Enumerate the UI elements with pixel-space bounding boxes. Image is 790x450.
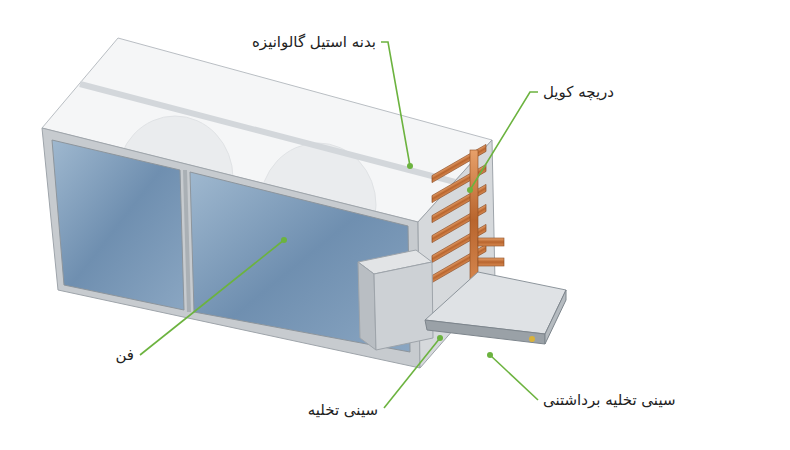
- copper-coil: [432, 144, 504, 290]
- drain-tray-lip: [425, 320, 545, 344]
- leader-line: [470, 92, 538, 190]
- front-frame: [42, 128, 420, 368]
- part-label: فن: [113, 344, 136, 366]
- control-box-side: [358, 262, 376, 350]
- part-label: دریچه کویل: [541, 81, 616, 103]
- part-label: بدنه استیل گالوانیزه: [250, 31, 378, 53]
- header-pipe: [470, 150, 478, 290]
- leader-dots: [281, 163, 493, 358]
- frame-divider: [185, 170, 189, 312]
- leader-line: [490, 355, 538, 400]
- air-filter: [52, 140, 184, 310]
- pipe-stub: [478, 258, 504, 266]
- leader-dot: [487, 352, 493, 358]
- leader-line: [384, 338, 440, 408]
- drain-tray-lip: [545, 290, 566, 344]
- drain-outlet: [529, 336, 535, 342]
- part-label: سینی تخلیه برداشتنی: [541, 389, 677, 411]
- leader-dot: [437, 335, 443, 341]
- leader-dot: [281, 237, 287, 243]
- leader-dot: [467, 187, 473, 193]
- part-label: سینی تخلیه: [306, 399, 380, 421]
- leader-line: [381, 42, 410, 166]
- control-box-front: [374, 262, 433, 350]
- leader-lines: [140, 42, 538, 408]
- pipe-stub: [478, 238, 504, 246]
- leader-dot: [407, 163, 413, 169]
- leader-line: [140, 240, 284, 355]
